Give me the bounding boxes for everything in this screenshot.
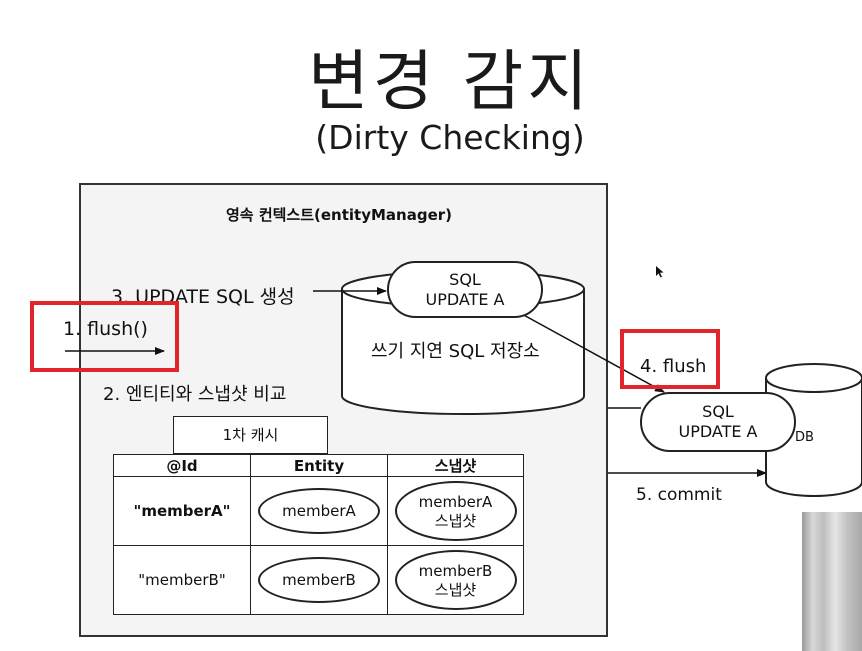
- snapshot-line2: 스냅샷: [434, 512, 477, 530]
- step1-label: 1. flush(): [63, 318, 148, 340]
- snapshot-ellipse: memberB 스냅샷: [394, 550, 517, 610]
- sql-store-pill-line2: UPDATE A: [425, 290, 505, 309]
- sql-store-label: 쓰기 지연 SQL 저장소: [371, 341, 540, 362]
- step4-label: 4. flush: [640, 356, 707, 377]
- sql-store-pill: SQL UPDATE A: [387, 261, 543, 318]
- column-header-entity: Entity: [250, 454, 388, 477]
- step5-label: 5. commit: [636, 485, 722, 505]
- mouse-cursor-icon: [656, 266, 664, 278]
- first-level-cache-table: @Id Entity 스냅샷 "memberA" memberA memberA…: [113, 454, 524, 615]
- entity-ellipse: memberA: [258, 488, 380, 534]
- snapshot-line1: memberA: [418, 493, 493, 511]
- flush-db-highlight-box: [620, 329, 720, 389]
- db-sql-pill-line1: SQL: [702, 402, 734, 421]
- db-sql-pill: SQL UPDATE A: [640, 392, 796, 452]
- db-label: DB: [795, 430, 814, 445]
- snapshot-line2: 스냅샷: [434, 581, 477, 599]
- snapshot-ellipse: memberA 스냅샷: [394, 481, 517, 541]
- first-level-cache-tab: 1차 캐시: [173, 416, 328, 454]
- snapshot-line1: memberB: [418, 562, 493, 580]
- cache-row: "memberB" memberB memberB 스냅샷: [113, 545, 524, 615]
- slide-subtitle: (Dirty Checking): [315, 118, 585, 157]
- webcam-overlay: [802, 512, 862, 651]
- cache-row-id: "memberA": [113, 476, 251, 546]
- step2-label: 2. 엔티티와 스냅샷 비교: [103, 384, 287, 405]
- sql-store-pill-line1: SQL: [449, 270, 481, 289]
- cache-row-snapshot-cell: memberA 스냅샷: [387, 476, 524, 546]
- cache-row-snapshot-cell: memberB 스냅샷: [387, 545, 524, 615]
- persistence-context-label: 영속 컨텍스트(entityManager): [226, 206, 453, 224]
- column-header-snapshot: 스냅샷: [387, 454, 524, 477]
- cache-row-id: "memberB": [113, 545, 251, 615]
- cache-row: "memberA" memberA memberA 스냅샷: [113, 476, 524, 546]
- slide-title: 변경 감지: [308, 43, 592, 120]
- cache-row-entity-cell: memberB: [250, 545, 388, 615]
- flush-to-db-arrow: [519, 312, 665, 393]
- column-header-id: @Id: [113, 454, 251, 477]
- cache-header-row: @Id Entity 스냅샷: [113, 454, 524, 477]
- entity-ellipse: memberB: [258, 557, 380, 603]
- cache-row-entity-cell: memberA: [250, 476, 388, 546]
- flush-highlight-box: [30, 301, 179, 372]
- db-sql-pill-line2: UPDATE A: [678, 422, 758, 441]
